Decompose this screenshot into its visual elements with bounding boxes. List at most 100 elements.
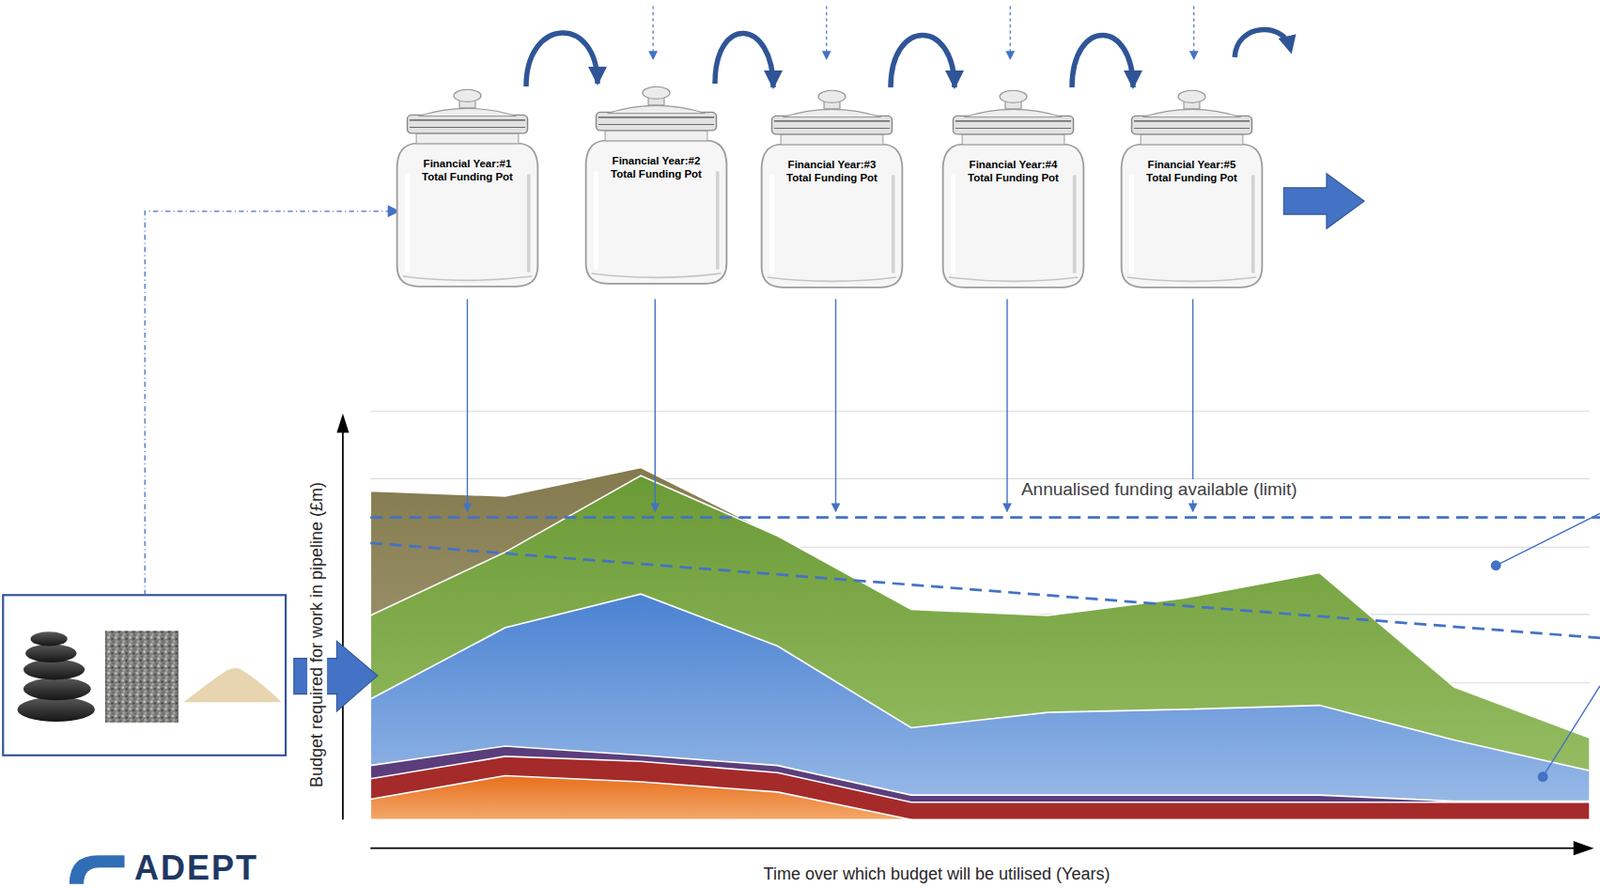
jar-glass	[774, 120, 890, 122]
jar-text-group: Financial Year:#3Total Funding Pot	[758, 158, 906, 186]
jar-glass	[1129, 174, 1134, 273]
stones-picture	[25, 643, 77, 663]
jar-label: Financial Year:#2	[582, 155, 731, 169]
jar-label: Financial Year:#5	[1118, 158, 1266, 172]
jar-glass	[948, 277, 1079, 281]
jar-glass	[1133, 127, 1250, 129]
jar-text-group: Financial Year:#2Total Funding Pot	[582, 155, 731, 182]
jar-glass	[453, 89, 482, 102]
chart-axes	[336, 413, 349, 434]
leader-lines	[1537, 771, 1549, 782]
chart-axes	[370, 847, 1577, 850]
materials-box	[2, 594, 286, 756]
jar-text-group: Financial Year:#1Total Funding Pot	[393, 157, 542, 185]
grid-lines	[370, 478, 1590, 480]
stones-picture	[23, 677, 92, 700]
stacked-area-chart	[370, 593, 1590, 820]
stacked-area-chart	[370, 745, 1590, 820]
jar-to-chart-arrows	[835, 298, 837, 512]
grid-lines	[370, 410, 1590, 412]
jar-glass	[962, 134, 1065, 145]
jar-glass	[1143, 108, 1242, 117]
jar-glass	[593, 170, 599, 269]
logo-icon	[69, 854, 125, 884]
incoming-funding-arrows	[825, 6, 827, 60]
carry-over-arrow	[714, 32, 774, 88]
chart-axes	[336, 413, 1594, 855]
jar-glass	[783, 108, 882, 117]
jar-label: Total Funding Pot	[1118, 171, 1266, 186]
jar-glass	[1140, 134, 1243, 145]
carry-over-arc	[1234, 30, 1290, 58]
jar-glass	[1127, 277, 1258, 281]
logo-text: ADEPT	[131, 848, 262, 888]
chart-axes	[1573, 840, 1595, 855]
funding-jar: Financial Year:#4Total Funding Pot	[939, 87, 1088, 290]
jar-glass	[955, 120, 1072, 122]
funding-limit-line	[370, 517, 1600, 638]
carry-over-arrow	[890, 35, 955, 89]
jar-outline	[1118, 87, 1266, 290]
materials-box	[2, 594, 286, 756]
funding-limit-line	[370, 515, 1600, 519]
jar-glass	[595, 111, 716, 131]
chart-annotation: Annualised funding available (limit)	[1018, 479, 1301, 500]
stacked-area-chart	[370, 475, 1590, 820]
jar-outline	[939, 87, 1088, 290]
jar-glass	[774, 127, 890, 129]
jar-label: Total Funding Pot	[939, 171, 1088, 186]
jar-glass	[605, 130, 708, 141]
jar-glass	[999, 90, 1027, 103]
jar-glass	[780, 134, 884, 145]
carry-over-arrow	[526, 32, 598, 87]
jar-glass	[952, 115, 1073, 135]
jar-glass	[715, 170, 720, 269]
jar-glass	[1251, 174, 1256, 273]
jar-glass	[891, 174, 896, 273]
jar-label: Total Funding Pot	[582, 168, 731, 182]
jar-to-chart-arrows	[466, 298, 468, 512]
jar-glass	[1178, 90, 1206, 103]
jar-glass	[527, 173, 531, 272]
stones-picture	[23, 659, 85, 681]
jar-label: Financial Year:#4	[939, 158, 1088, 172]
stones-picture	[16, 631, 95, 722]
jar-glass	[1133, 120, 1250, 122]
jar-glass	[818, 90, 846, 103]
leader-lines	[1542, 685, 1600, 777]
incoming-funding-arrows	[652, 6, 654, 60]
jar-to-chart-arrows	[1006, 298, 1008, 512]
next-year-arrow	[1283, 173, 1365, 230]
chart-axes	[341, 428, 344, 820]
jar-glass	[767, 277, 898, 281]
jar-glass	[409, 119, 526, 121]
jar-glass	[771, 115, 892, 135]
jar-glass	[1131, 115, 1252, 135]
jar-label: Total Funding Pot	[393, 170, 542, 185]
jar-glass	[403, 276, 533, 280]
jar-text-group: Financial Year:#4Total Funding Pot	[939, 158, 1088, 186]
materials-to-jar-line	[144, 211, 390, 595]
funding-jar: Financial Year:#5Total Funding Pot	[1118, 87, 1266, 290]
stones-picture	[31, 631, 68, 646]
leader-lines	[1495, 512, 1600, 565]
jar-text-group: Financial Year:#5Total Funding Pot	[1118, 158, 1266, 186]
carry-over-arrow	[1071, 35, 1134, 89]
jar-glass	[1072, 174, 1077, 273]
jar-glass	[769, 174, 775, 273]
jar-glass	[406, 114, 528, 134]
jar-glass	[950, 174, 956, 273]
jar-label: Total Funding Pot	[758, 171, 906, 186]
jar-to-chart-arrows	[654, 298, 656, 512]
jar-glass	[598, 124, 715, 125]
stacked-area-chart	[370, 776, 912, 821]
jar-outline	[758, 87, 906, 290]
jar-glass	[416, 133, 519, 144]
stacked-area-chart	[370, 466, 1590, 820]
gravel-picture	[105, 630, 179, 723]
jar-glass	[964, 108, 1063, 117]
axis-title: Budget required for work in pipeline (£m…	[307, 479, 327, 791]
leader-lines	[1491, 512, 1600, 782]
sand-picture	[183, 667, 281, 702]
